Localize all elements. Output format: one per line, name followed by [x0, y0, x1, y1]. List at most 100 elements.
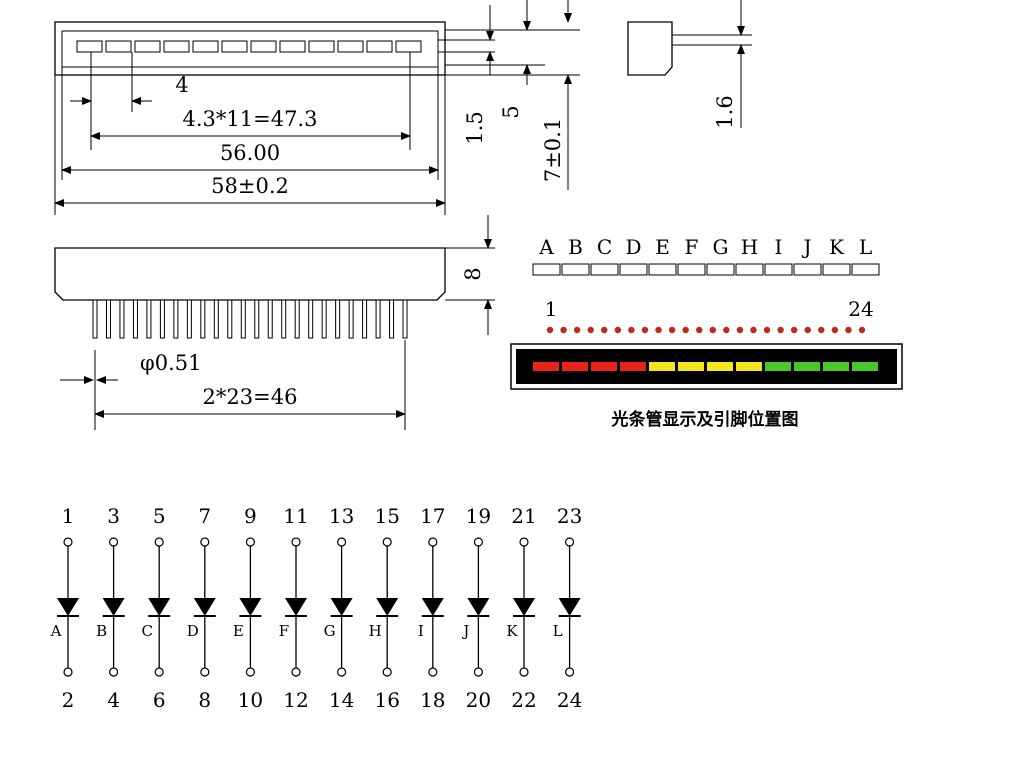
- dim-pin-diameter: φ0.51: [140, 351, 201, 375]
- top-terminal: [564, 537, 575, 547]
- bar-label: G: [713, 235, 729, 259]
- component-pin: [362, 299, 368, 339]
- bottom-pin-number: 16: [374, 688, 399, 712]
- diode-symbol: [193, 598, 216, 616]
- diode-symbol: [421, 598, 444, 616]
- bar-label: E: [655, 235, 670, 259]
- dim-height-1-5: 1.5: [463, 111, 487, 144]
- pin-dot: [655, 326, 662, 334]
- diode-symbol: [376, 598, 399, 616]
- bottom-terminal: [519, 667, 529, 677]
- bar-label: B: [568, 235, 583, 259]
- pin-dot: [804, 326, 811, 334]
- bottom-terminal: [382, 667, 392, 677]
- side-view-body: [627, 21, 673, 76]
- pin-dot: [641, 326, 649, 334]
- pin-dot: [601, 326, 608, 334]
- top-terminal: [291, 537, 301, 547]
- pin-dot: [736, 326, 744, 334]
- diode-label: F: [279, 622, 289, 640]
- top-view-segment: [337, 40, 364, 53]
- bottom-pin-number: 6: [153, 688, 166, 712]
- component-pin: [254, 299, 260, 339]
- diode-channel: 7D8: [187, 504, 216, 712]
- dim-height-8: 8: [461, 267, 485, 280]
- bar-label: L: [859, 235, 872, 259]
- component-pin: [186, 299, 192, 339]
- pin-dot: [546, 326, 554, 334]
- pin-dot: [858, 326, 866, 334]
- component-pin: [173, 299, 179, 339]
- diode-symbol: [558, 598, 581, 616]
- pin-dot: [790, 326, 798, 334]
- top-view-segment: [221, 40, 248, 53]
- bottom-pin-number: 2: [62, 688, 75, 712]
- component-pin: [227, 299, 233, 339]
- top-terminal: [108, 537, 119, 547]
- bottom-pin-number: 24: [557, 688, 582, 712]
- top-terminal: [428, 537, 438, 547]
- segment-row: [76, 40, 422, 53]
- dim-segment-width: 4: [175, 73, 188, 97]
- front-view-body: [54, 247, 446, 301]
- diode-channel: 3B4: [96, 504, 125, 712]
- pin-dot: [668, 326, 676, 334]
- pin-dot: [777, 326, 784, 334]
- bar-label: D: [625, 235, 641, 259]
- bar-cell: [793, 263, 822, 276]
- top-terminal: [154, 537, 164, 547]
- bar-cell: [648, 263, 677, 276]
- bottom-terminal: [473, 667, 483, 677]
- bottom-pin-number: 10: [238, 688, 263, 712]
- bar-label: H: [741, 235, 758, 259]
- top-pin-number: 15: [374, 504, 399, 528]
- front-view: 8 φ0.51 2*23=46: [54, 215, 495, 430]
- figure-caption: 光条管显示及引脚位置图: [611, 409, 799, 430]
- top-terminal: [382, 537, 392, 547]
- bar-cell: [822, 263, 851, 276]
- diode-label: D: [187, 622, 199, 640]
- pin-dot: [573, 326, 581, 334]
- top-pin-number: 23: [557, 504, 582, 528]
- component-pin: [159, 299, 165, 339]
- diode-symbol: [330, 598, 353, 616]
- bar-cell: [561, 263, 590, 276]
- component-pin: [105, 299, 111, 339]
- led-segment: [562, 362, 588, 371]
- led-segment: [823, 362, 849, 371]
- diode-symbol: [239, 598, 262, 616]
- component-pin: [321, 299, 327, 339]
- top-view: 1.5 5 7±0.1 4 4.3*11=47.3 56.00 58±0.2: [54, 0, 580, 215]
- top-terminal: [200, 537, 210, 547]
- dim-side-1-6: 1.6: [713, 95, 737, 128]
- bar-label: C: [597, 235, 612, 259]
- bottom-terminal: [245, 667, 255, 677]
- bottom-terminal: [200, 667, 210, 677]
- diode-symbol: [513, 598, 535, 616]
- component-pin: [119, 299, 125, 339]
- top-view-segment: [192, 40, 219, 53]
- diode-label: H: [369, 622, 382, 640]
- top-pin-number: 11: [283, 504, 308, 528]
- bar-cell: [532, 263, 561, 276]
- top-view-segment: [395, 40, 422, 53]
- bottom-pin-number: 4: [107, 688, 120, 712]
- component-pin: [389, 299, 395, 339]
- pin-dot-row: [546, 326, 866, 334]
- diode-symbol: [102, 598, 125, 616]
- bottom-terminal: [63, 667, 73, 677]
- component-pin: [294, 299, 300, 339]
- dim-width-outer: 58±0.2: [211, 174, 289, 198]
- bar-label: I: [775, 235, 783, 259]
- component-pin: [281, 299, 287, 339]
- pin-dot: [750, 326, 757, 334]
- pin-row: [92, 299, 408, 339]
- component-pin: [240, 299, 246, 339]
- diode-label: B: [96, 622, 107, 640]
